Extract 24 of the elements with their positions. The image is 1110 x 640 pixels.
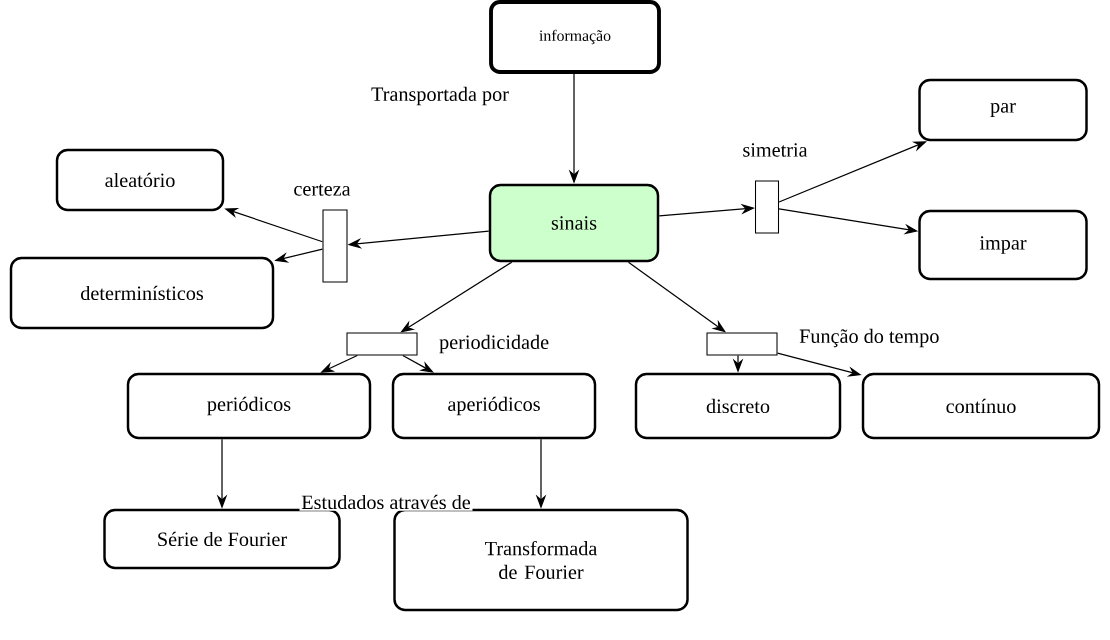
- connector-box: [706, 332, 778, 356]
- branch-label: certeza: [294, 184, 351, 196]
- branch-label: Função do tempo: [799, 328, 939, 348]
- concept-box: par: [918, 78, 1088, 142]
- connector-box: [755, 180, 780, 234]
- note-text: Estudados através de: [299, 493, 473, 511]
- connector-box: [346, 332, 418, 356]
- concept-box: contínuo: [861, 372, 1101, 440]
- concept-box: aperiódicos: [391, 372, 597, 440]
- arrow: [402, 354, 434, 373]
- concept-box: Série de Fourier: [103, 508, 341, 570]
- concept-box: sinais: [488, 183, 660, 263]
- concept-box: periódicos: [126, 372, 372, 440]
- connector-box: [322, 209, 348, 283]
- arrow: [627, 261, 726, 333]
- concept-box: informação: [489, 0, 661, 74]
- concept-box: impar: [918, 209, 1088, 281]
- branch-label: periodicidade: [439, 334, 549, 354]
- concept-box: determinísticos: [9, 256, 275, 330]
- concept-box: Transformada de Fourier: [393, 508, 689, 612]
- concept-box: discreto: [634, 372, 842, 440]
- edge-label: Transportada por: [371, 86, 509, 106]
- branch-label: simetria: [743, 143, 808, 157]
- concept-box: aleatório: [55, 148, 225, 212]
